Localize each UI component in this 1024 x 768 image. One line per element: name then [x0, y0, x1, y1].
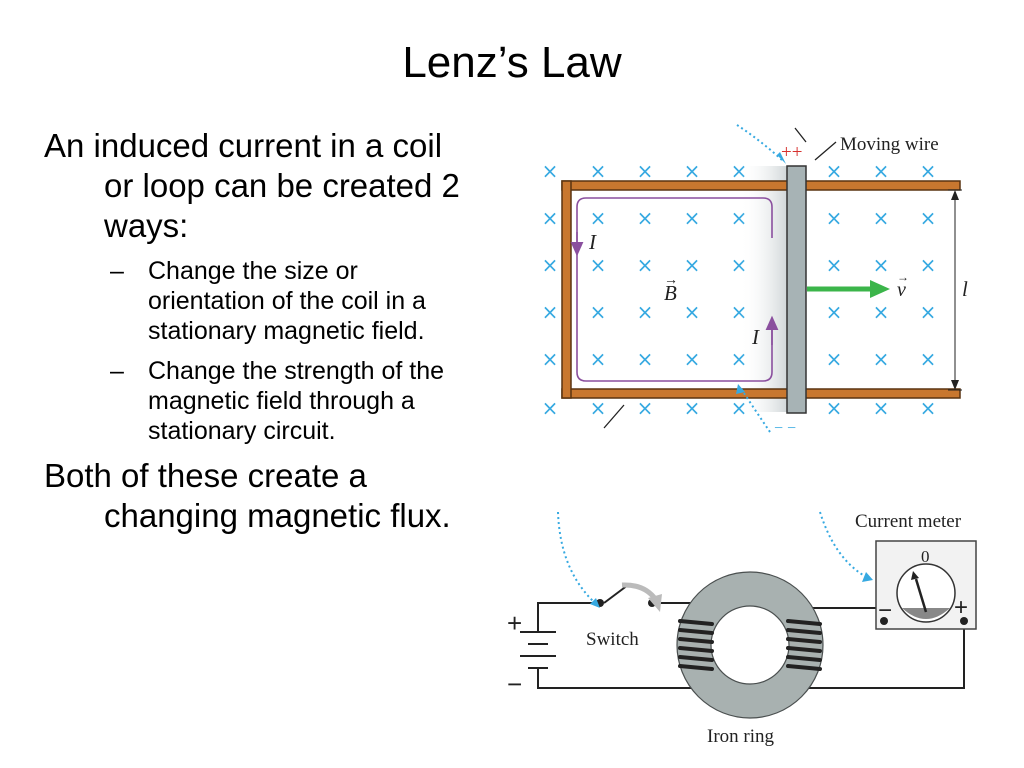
field-x-icon: ×: [542, 300, 559, 324]
meter-minus-label: −: [878, 597, 892, 624]
moving-wire-label: Moving wire: [840, 134, 939, 155]
velocity-vector-arrow-icon: →: [897, 270, 909, 284]
field-x-icon: ×: [920, 300, 937, 324]
battery-plus-label: +: [507, 608, 522, 638]
field-x-icon: ×: [873, 347, 890, 371]
secondary-coil: [786, 619, 822, 671]
dash-glyph: –: [110, 257, 124, 285]
field-x-icon: ×: [920, 347, 937, 371]
bullet-list: An induced current in a coil or loop can…: [44, 126, 474, 536]
meter-needle: [914, 578, 928, 613]
field-x-icon: ×: [637, 347, 654, 371]
current-label-right: I: [751, 325, 760, 349]
positive-charge-label: ++: [781, 142, 802, 163]
field-x-icon: ×: [873, 253, 890, 277]
length-label: l: [962, 277, 968, 301]
field-x-icon: ×: [920, 253, 937, 277]
field-x-icon: ×: [684, 206, 701, 230]
field-x-icon: ×: [684, 159, 701, 183]
field-x-icon: ×: [826, 206, 843, 230]
coil-turn: [786, 646, 822, 653]
field-x-icon: ×: [873, 300, 890, 324]
meter-dial-base: [902, 608, 950, 619]
coil-turn: [786, 619, 822, 626]
primary-coil: [678, 619, 714, 671]
field-x-icon: ×: [542, 347, 559, 371]
field-x-icon: ×: [826, 253, 843, 277]
iron-ring-label: Iron ring: [707, 726, 775, 747]
moving-wire: [786, 165, 807, 414]
negative-charge-label: − −: [774, 420, 796, 437]
sub-bullet-1-text: Change the size or orientation of the co…: [148, 257, 426, 345]
field-x-icon: ×: [920, 159, 937, 183]
field-x-icon: ×: [684, 300, 701, 324]
field-x-icon: ×: [542, 253, 559, 277]
coil-turn: [786, 628, 822, 635]
field-x-icon: ×: [637, 396, 654, 420]
coil-turn: [786, 655, 822, 662]
coil-turn: [786, 664, 822, 671]
field-x-icon: ×: [542, 206, 559, 230]
coil-turn: [678, 664, 714, 671]
bullet-1: An induced current in a coil or loop can…: [44, 127, 460, 244]
field-x-icon: ×: [590, 396, 607, 420]
coil-turn: [678, 646, 714, 653]
coil-turn: [678, 655, 714, 662]
battery-icon: [520, 618, 556, 676]
field-x-icon: ×: [637, 206, 654, 230]
field-vector-label: B: [664, 281, 677, 305]
field-x-icon: ×: [637, 253, 654, 277]
velocity-arrowhead: [870, 280, 890, 298]
induced-current-loop: [576, 197, 773, 382]
bullet-2: Both of these create a changing magnetic…: [44, 457, 451, 534]
slide-title: Lenz’s Law: [402, 38, 622, 87]
current-meter-label: Current meter: [855, 511, 962, 532]
field-x-icon: ×: [590, 300, 607, 324]
sub-bullet-1: –Change the size or orientation of the c…: [44, 256, 474, 346]
field-x-icon: ×: [684, 253, 701, 277]
field-x-icon: ×: [637, 159, 654, 183]
field-x-icon: ×: [920, 396, 937, 420]
field-x-icon: ×: [873, 206, 890, 230]
dash-glyph: –: [110, 357, 124, 385]
field-x-icon: ×: [873, 159, 890, 183]
field-x-icon: ×: [542, 159, 559, 183]
coil-turn: [678, 628, 714, 635]
field-x-icon: ×: [542, 396, 559, 420]
swept-area-shade: [740, 166, 788, 412]
coil-turn: [678, 637, 714, 644]
field-x-icon: ×: [590, 253, 607, 277]
velocity-label: v: [897, 279, 906, 301]
field-x-icon: ×: [684, 347, 701, 371]
battery-minus-label: −: [507, 669, 522, 699]
conducting-rails: [561, 180, 961, 399]
field-x-icon: ×: [920, 206, 937, 230]
field-x-icon: ×: [684, 396, 701, 420]
iron-ring: [677, 572, 823, 718]
meter-zero-label: 0: [921, 547, 930, 566]
field-x-icon: ×: [873, 396, 890, 420]
sub-bullet-2: –Change the strength of the magnetic fie…: [44, 356, 474, 446]
field-x-icon: ×: [826, 347, 843, 371]
field-x-icon: ×: [826, 300, 843, 324]
coil-turn: [678, 619, 714, 626]
meter-leader: [819, 511, 869, 579]
switch-leader: [557, 511, 596, 604]
field-vector-arrow-icon: →: [664, 273, 678, 288]
moving-wire-leader: [814, 141, 837, 161]
field-x-icon: ×: [590, 206, 607, 230]
field-x-icon: ×: [637, 300, 654, 324]
meter-plus-label: +: [954, 594, 968, 621]
field-x-icon: ×: [590, 347, 607, 371]
field-x-icon: ×: [826, 396, 843, 420]
coil-turn: [786, 637, 822, 644]
current-label-left: I: [588, 230, 597, 254]
field-x-icon: ×: [826, 159, 843, 183]
switch-label: Switch: [586, 629, 639, 650]
field-x-icon: ×: [590, 159, 607, 183]
sub-bullet-2-text: Change the strength of the magnetic fiel…: [148, 357, 445, 445]
